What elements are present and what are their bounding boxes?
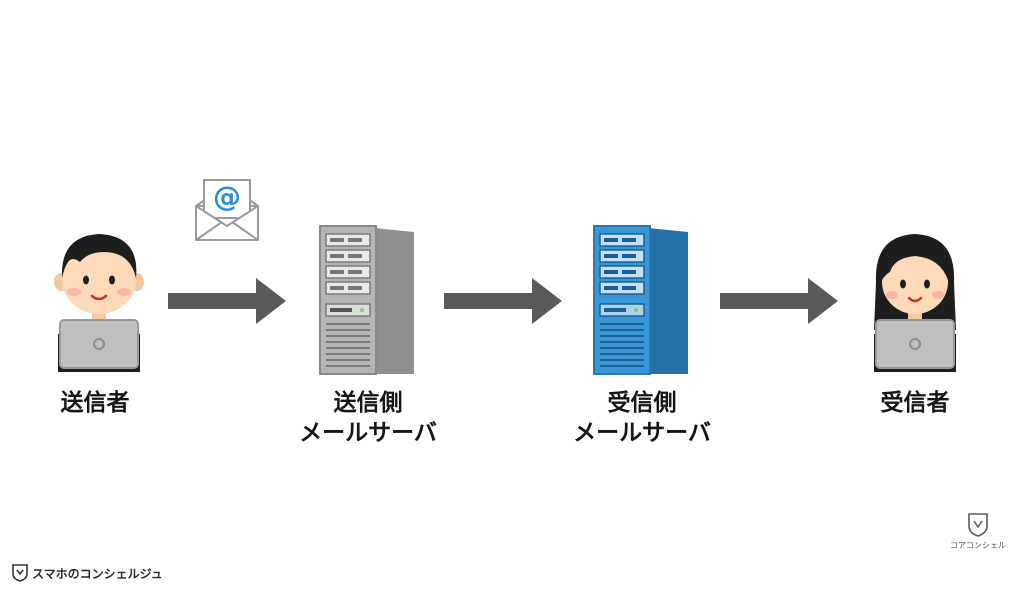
brand-watermark-left: スマホのコンシェルジュ [12,562,163,584]
shield-logo-icon [12,564,28,582]
receiving-server-label: 受信側 メールサーバ [573,390,711,446]
brand-name-right: コアコンシェル [950,541,1006,550]
sending-server-icon [319,225,414,375]
laptop-icon [59,319,139,369]
laptop-icon [875,319,955,369]
arrow-right-icon [720,278,838,324]
brand-watermark-right: コアコンシェル [948,512,1008,551]
shield-logo-icon [968,513,988,537]
sending-server-label: 送信側 メールサーバ [299,390,437,446]
arrow-right-icon [444,278,562,324]
receiving-server-icon [593,225,688,375]
email-envelope-icon [195,179,259,241]
arrow-right-icon [168,278,286,324]
brand-name-left: スマホのコンシェルジュ [32,566,163,581]
receiver-label: 受信者 [880,390,950,416]
email-at-symbol: @ [213,180,241,213]
sender-label: 送信者 [60,390,130,416]
